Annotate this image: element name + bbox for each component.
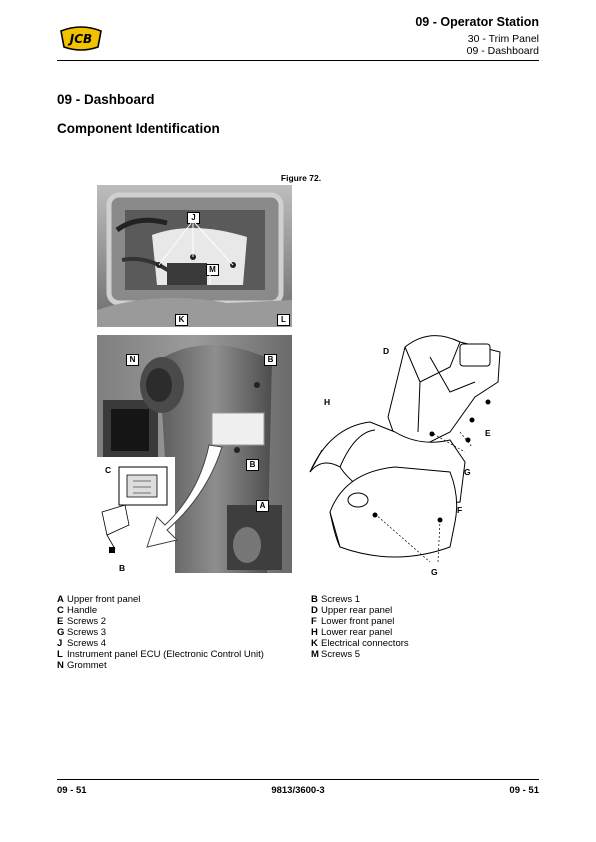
callout-g-1: G <box>464 467 471 477</box>
callout-c: C <box>105 465 112 475</box>
callout-g-2: G <box>431 567 438 577</box>
callout-n: N <box>126 354 139 366</box>
callout-a: A <box>256 500 269 512</box>
jcb-logo: JCB <box>60 26 102 51</box>
inset-handle-drawing <box>101 466 168 553</box>
callout-h: H <box>324 397 331 407</box>
footer-doc-number: 9813/3600-3 <box>271 785 325 796</box>
callout-d: D <box>383 346 390 356</box>
footer-page-left: 09 - 51 <box>57 785 87 796</box>
callout-b-2: B <box>246 459 259 471</box>
arrow-graphic <box>146 444 223 548</box>
callout-k: K <box>175 314 188 326</box>
section-title: Component Identification <box>57 121 220 136</box>
callout-e: E <box>485 428 491 438</box>
logo-text: JCB <box>68 32 92 46</box>
page-title: 09 - Dashboard <box>57 92 155 107</box>
header-rule <box>57 60 539 61</box>
header-chapter: 09 - Operator Station <box>415 15 539 29</box>
callout-b-3: B <box>119 563 126 573</box>
photo-dashboard-top <box>97 185 292 327</box>
callout-b-1: B <box>264 354 277 366</box>
footer-page-right: 09 - 51 <box>509 785 539 796</box>
callout-l: L <box>277 314 290 326</box>
footer-rule <box>57 779 539 780</box>
header-subsection: 09 - Dashboard <box>466 45 539 57</box>
trim-panel-exploded-drawing <box>309 335 501 563</box>
callout-f: F <box>457 505 463 515</box>
callout-m: M <box>206 264 219 276</box>
figure-caption: Figure 72. <box>280 173 322 183</box>
callout-lines-top <box>158 221 234 285</box>
header-section: 30 - Trim Panel <box>467 33 539 45</box>
photo-steering-column <box>97 335 292 573</box>
